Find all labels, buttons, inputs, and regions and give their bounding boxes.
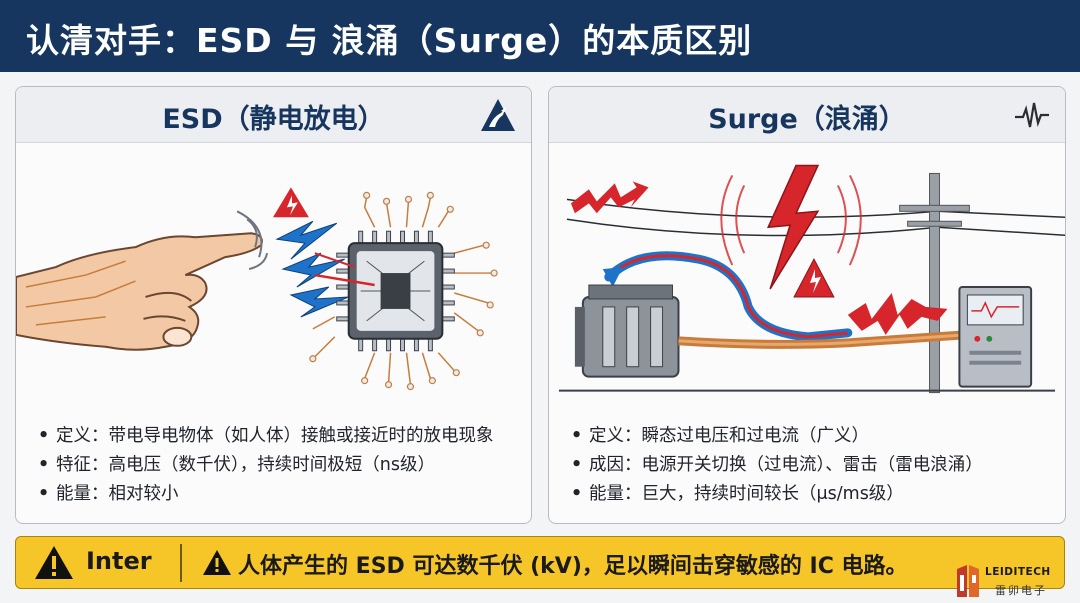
esd-panel: ESD（静电放电） — [15, 86, 532, 524]
leiditech-logo-mark — [957, 565, 979, 597]
esd-warning-icon — [481, 99, 515, 131]
page-title: 认清对手：ESD 与 浪涌（Surge）的本质区别 — [26, 21, 753, 60]
esd-characteristic: 特征：高电压（数千伏），持续时间极短（ns级） — [38, 451, 494, 480]
title-bar: 认清对手：ESD 与 浪涌（Surge）的本质区别 — [0, 0, 1080, 72]
logo-name-en: LEIDITECH — [985, 566, 1051, 578]
esd-definition: 定义：带电导电物体（如人体）接触或接近时的放电现象 — [38, 422, 494, 451]
warning-icon — [35, 546, 73, 579]
esd-energy: 能量：相对较小 — [38, 480, 494, 509]
leiditech-logo: LEIDITECH 雷卯电子 — [955, 563, 1075, 601]
surge-energy: 能量：巨大，持续时间较长（μs/ms级） — [571, 480, 983, 509]
esd-illustration — [16, 187, 498, 391]
esd-heading: ESD（静电放电） — [162, 104, 385, 135]
banner-label: Inter — [86, 547, 152, 575]
lightning-bolt-icon — [766, 164, 820, 290]
surge-panel: Surge（浪涌） — [548, 86, 1066, 524]
logo-name-cn: 雷卯电子 — [995, 584, 1047, 597]
banner-divider — [180, 544, 182, 582]
esd-bullet-list: 定义：带电导电物体（如人体）接触或接近时的放电现象 特征：高电压（数千伏），持续… — [38, 422, 494, 509]
esd-panel-header: ESD（静电放电） — [16, 87, 531, 143]
surge-waveform-icon — [1015, 102, 1049, 128]
banner-message: 人体产生的 ESD 可达数千伏 (kV)，足以瞬间击穿敏感的 IC 电路。 — [238, 554, 908, 579]
surge-cause: 成因：电源开关切换（过电流）、雷击（雷电浪涌） — [571, 451, 983, 480]
surge-illustration — [558, 164, 1065, 394]
surge-panel-header: Surge（浪涌） — [549, 87, 1065, 143]
warning-banner: Inter 人体产生的 ESD 可达数千伏 (kV)，足以瞬间击穿敏感的 IC … — [15, 536, 1065, 589]
surge-zigzag-arrow — [570, 181, 649, 214]
surge-bullet-list: 定义：瞬态过电压和过电流（广义） 成因：电源开关切换（过电流）、雷击（雷电浪涌）… — [571, 422, 983, 509]
surge-heading: Surge（浪涌） — [708, 104, 906, 135]
hand-illustration — [16, 232, 263, 351]
warning-icon — [203, 550, 231, 575]
surge-definition: 定义：瞬态过电压和过电流（广义） — [571, 422, 983, 451]
